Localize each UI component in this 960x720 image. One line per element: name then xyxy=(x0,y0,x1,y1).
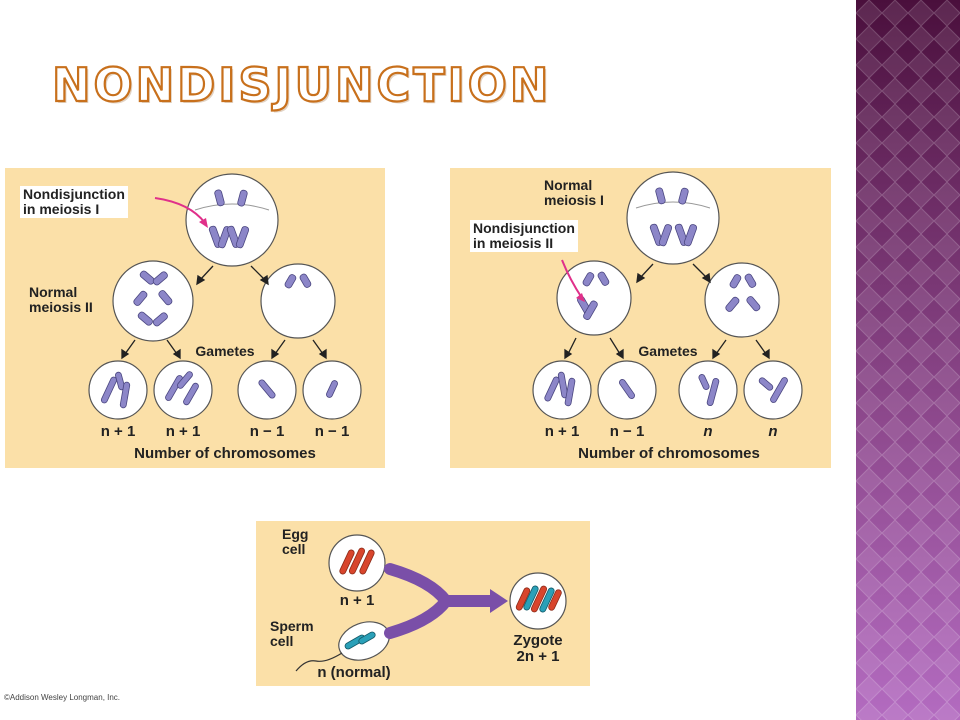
chromosomes xyxy=(100,189,338,409)
count-label: n + 1 xyxy=(100,423,136,440)
fusion-arrow xyxy=(384,563,454,639)
gamete-cell-3 xyxy=(678,360,738,420)
count-label: n − 1 xyxy=(609,423,645,440)
gametes-label: Gametes xyxy=(638,343,698,359)
daughter-cell-left xyxy=(112,260,194,342)
egg-count: n + 1 xyxy=(339,592,375,609)
fertilization-diagram xyxy=(295,534,567,672)
sperm-tail xyxy=(295,652,343,672)
slide-title: NONDISJUNCTION xyxy=(51,58,552,112)
count-label: n xyxy=(703,423,713,440)
gamete-cell-1 xyxy=(88,360,148,420)
gamete-cell-2 xyxy=(153,360,213,420)
egg-chromosomes xyxy=(339,547,375,575)
zygote-label: Zygote xyxy=(513,632,563,649)
zygote-chromosomes xyxy=(515,585,562,613)
count-label: n + 1 xyxy=(165,423,201,440)
footer-label: Number of chromosomes xyxy=(578,445,760,462)
parent-cell xyxy=(185,173,279,267)
decorative-sidebar xyxy=(856,0,960,720)
copyright-notice: ©Addison Wesley Longman, Inc. xyxy=(4,693,121,702)
meiosis-ii-diagram xyxy=(532,171,803,420)
count-label: n + 1 xyxy=(544,423,580,440)
sperm-chromosomes xyxy=(344,631,376,650)
parent-cell xyxy=(626,171,720,265)
meiosis-i-diagram xyxy=(88,173,362,420)
gamete-cell-4 xyxy=(743,360,803,420)
daughter-cell-right xyxy=(260,263,336,339)
count-label: n − 1 xyxy=(249,423,285,440)
daughter-cell-right xyxy=(704,262,780,338)
count-label: n − 1 xyxy=(314,423,350,440)
count-label: n xyxy=(768,423,778,440)
zygote-count: 2n + 1 xyxy=(516,648,560,665)
callout-arrow xyxy=(154,197,206,224)
division-arrows xyxy=(121,265,327,360)
gametes-label: Gametes xyxy=(195,343,255,359)
division-arrows xyxy=(564,263,770,360)
diamond-pattern xyxy=(856,0,960,720)
daughter-cell-left xyxy=(556,260,632,336)
chromosomes xyxy=(544,187,788,407)
sperm-count: n (normal) xyxy=(317,664,391,681)
footer-label: Number of chromosomes xyxy=(134,445,316,462)
